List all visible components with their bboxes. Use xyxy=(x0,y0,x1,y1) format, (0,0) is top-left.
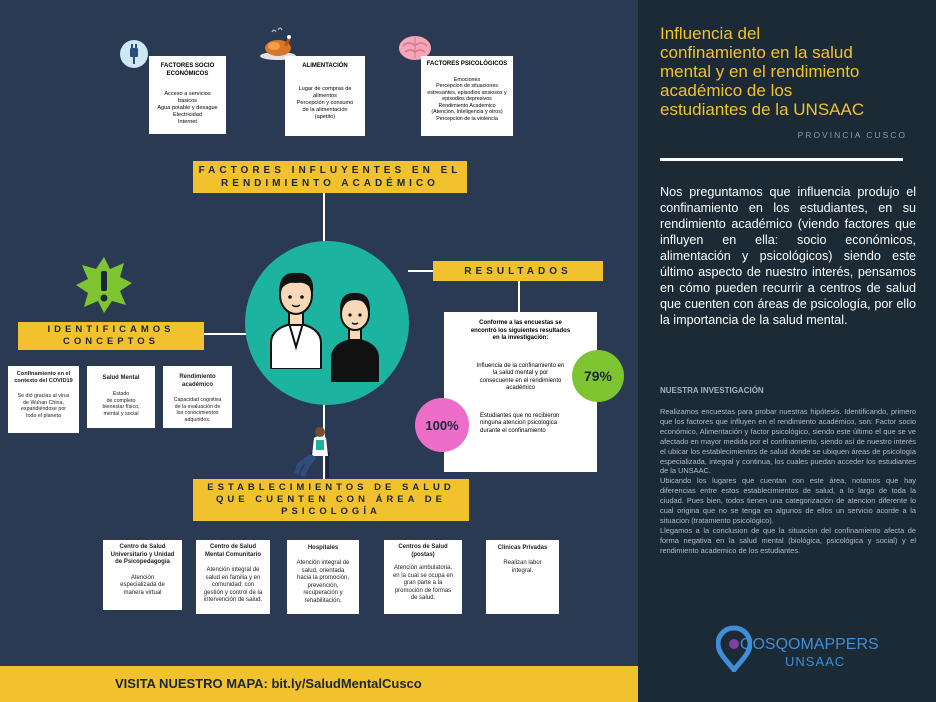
concept-title: Confinamiento en el contexto del COVID19 xyxy=(14,371,73,384)
establishment-title: Centro de Salud Universitario y Unidad d… xyxy=(110,544,175,565)
factor-card-socioeconomic: FACTORES SOCIO ECONÓMICOS Acceso a servi… xyxy=(149,56,226,134)
establishment-body: Atención ambulatoria, en la cual se ocup… xyxy=(392,565,454,601)
investigation-body: Realizamos encuestas para probar nuestra… xyxy=(660,407,916,555)
establishment-card-hospitals: Hospitales Atención integral de salud, o… xyxy=(287,540,359,614)
banner-health-establishments: ESTABLECIMIENTOS DE SALUD QUE CUENTEN CO… xyxy=(193,479,469,521)
doctor-sitting-illustration xyxy=(292,424,342,480)
concept-card-mental-health: Salud Mental Estado de completo bienesta… xyxy=(87,366,155,428)
factor-body: Emociones Percepcion de situaciones estr… xyxy=(427,76,507,123)
result-item-influence: Influencia de la confinamiento en la sal… xyxy=(476,362,565,392)
establishment-title: Centro de Salud Mental Comunitario xyxy=(204,544,261,558)
power-plug-icon xyxy=(120,40,148,68)
brain-icon xyxy=(397,34,433,62)
infographic-right-panel xyxy=(638,0,936,702)
banner-influencing-factors: FACTORES INFLUYENTES EN EL RENDIMIENTO A… xyxy=(193,161,467,193)
establishment-card-community-mental-health: Centro de Salud Mental Comunitario Atenc… xyxy=(196,540,270,614)
page-title: Influencia del confinamiento en la salud… xyxy=(660,24,865,119)
establishment-card-university: Centro de Salud Universitario y Unidad d… xyxy=(103,540,182,610)
logo-text-top: QOSQOMAPPERS xyxy=(740,636,879,653)
establishment-title: Centros de Salud (postas) xyxy=(398,544,448,558)
factor-title: ALIMENTACIÓN xyxy=(302,63,348,69)
factor-card-psychological: FACTORES PSICOLÓGICOS Emociones Percepci… xyxy=(421,56,513,136)
student-man-illustration xyxy=(265,263,327,370)
connector-circle-to-results xyxy=(408,270,434,272)
result-percentage-100: 100% xyxy=(415,398,469,452)
footer-map-link[interactable]: VISITA NUESTRO MAPA: bit.ly/SaludMentalC… xyxy=(115,676,422,691)
factor-title: FACTORES SOCIO ECONÓMICOS xyxy=(160,63,215,77)
concept-title: Rendimiento académico xyxy=(179,374,216,388)
connector-results-down xyxy=(518,280,520,314)
establishment-body: Atención integral de salud, orientada ha… xyxy=(296,560,350,604)
concept-body: Capacidad cognitiva de la evaluación de … xyxy=(173,397,222,423)
establishment-body: Realizan labor integral. xyxy=(503,560,542,574)
establishment-card-health-centers: Centros de Salud (postas) Atención ambul… xyxy=(384,540,462,614)
qosqomappers-logo-icon xyxy=(715,624,753,675)
title-divider xyxy=(660,158,903,161)
result-item-no-attention: Estudiantes que no recibieron ninguna at… xyxy=(480,412,560,434)
establishment-title: Hospitales xyxy=(307,545,339,551)
factor-body: Acceso a servicios basicos Agua potable … xyxy=(157,91,218,125)
concept-card-academic-performance: Rendimiento académico Capacidad cognitiv… xyxy=(163,366,232,428)
factor-card-nutrition: ALIMENTACIÓN Lugar de compras de aliment… xyxy=(285,56,365,136)
results-card: Conforme a las encuestas se encontró los… xyxy=(444,312,597,472)
logo-text-bottom: UNSAAC xyxy=(785,654,846,669)
exclamation-burst-icon xyxy=(74,255,134,315)
establishment-title: Clinicas Privadas xyxy=(497,545,548,551)
center-circle xyxy=(245,241,409,405)
concept-card-confinement: Confinamiento en el contexto del COVID19… xyxy=(8,366,79,433)
concept-body: Estado de completo bienestar físico, men… xyxy=(102,391,140,417)
result-percentage-79: 79% xyxy=(572,350,624,402)
roast-chicken-icon xyxy=(258,26,298,62)
establishment-card-private-clinics: Clinicas Privadas Realizan labor integra… xyxy=(486,540,559,614)
connector-factors-to-circle xyxy=(323,193,325,245)
concept-title: Salud Mental xyxy=(102,375,140,381)
student-woman-illustration xyxy=(327,286,383,382)
establishment-body: Atención integral de salud en familia y … xyxy=(203,567,263,603)
banner-concepts: IDENTIFICAMOS CONCEPTOS xyxy=(18,322,204,350)
factor-title: FACTORES PSICOLÓGICOS xyxy=(426,61,508,67)
intro-paragraph: Nos preguntamos que influencia produjo e… xyxy=(660,185,916,327)
banner-results: RESULTADOS xyxy=(433,261,603,281)
concept-body: Se dió gracias al virus de Wuhan China, … xyxy=(17,393,70,419)
footer-bar xyxy=(0,666,638,702)
establishment-body: Atención especializada de manera virtual xyxy=(120,574,165,596)
province-label: PROVINCIA CUSCO xyxy=(797,130,907,140)
factor-body: Lugar de compras de alimentos Percepción… xyxy=(296,85,354,120)
investigation-heading: NUESTRA INVESTIGACIÓN xyxy=(660,386,764,395)
results-heading: Conforme a las encuestas se encontró los… xyxy=(470,320,571,341)
